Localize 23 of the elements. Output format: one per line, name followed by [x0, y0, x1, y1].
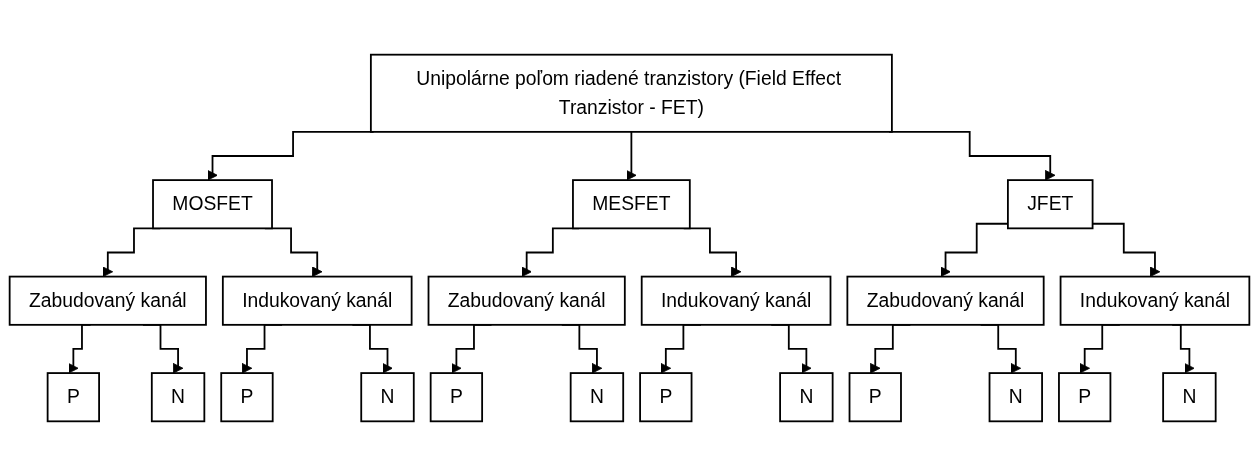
node-box: Indukovaný kanál — [1059, 275, 1251, 326]
node-box: P — [848, 372, 902, 423]
node-box: P — [429, 372, 484, 423]
node-box: P — [46, 372, 100, 423]
node-box: MOSFET — [152, 179, 273, 230]
node-box: Unipolárne poľom riadené tranzistory (Field Effect Tranzistor - FET) — [369, 53, 893, 133]
node-box: P — [639, 372, 693, 423]
node-box: Indukovaný kanál — [221, 275, 413, 326]
node-box: Zabudovaný kanál — [8, 275, 207, 326]
node-box: Indukovaný kanál — [640, 275, 832, 326]
node-box: N — [569, 372, 625, 423]
node-box: N — [988, 372, 1043, 423]
node-box: N — [150, 372, 206, 423]
arrow — [626, 130, 637, 181]
node-box: N — [1162, 372, 1217, 423]
node-box: P — [1058, 372, 1112, 423]
node-box: N — [360, 372, 415, 423]
node-box: MESFET — [572, 179, 691, 230]
node-box: P — [220, 372, 274, 423]
node-box: Zabudovaný kanál — [846, 275, 1045, 326]
node-box: N — [779, 372, 834, 423]
node-box: Zabudovaný kanál — [427, 275, 626, 326]
node-box: JFET — [1007, 179, 1094, 230]
